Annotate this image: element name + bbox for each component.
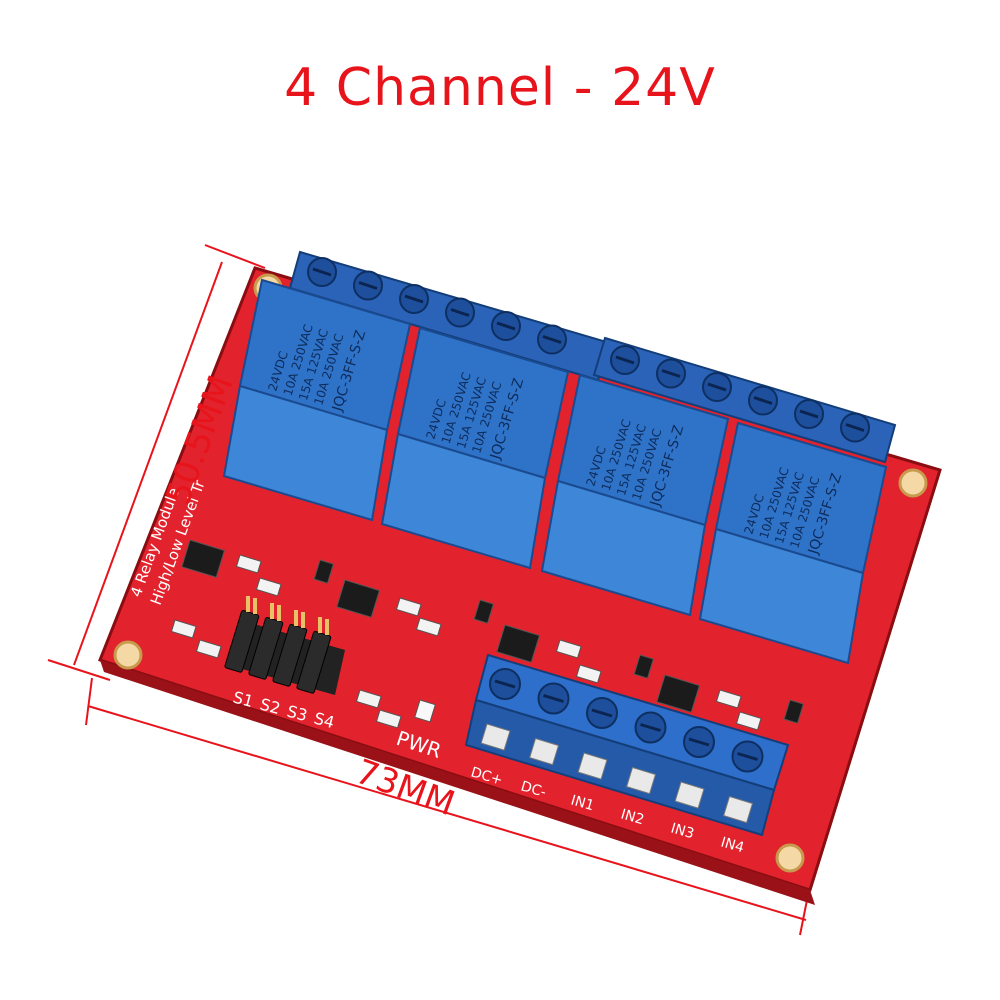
wire-entry: [626, 766, 657, 795]
smd-component: [235, 554, 262, 574]
smd-component: [181, 539, 226, 578]
pin-label: IN2: [619, 806, 646, 828]
header-pin: [246, 596, 250, 612]
smd-component: [195, 639, 222, 659]
pin-label: IN4: [719, 834, 746, 856]
wire-entry: [674, 781, 705, 809]
smd-component: [715, 689, 742, 709]
wire-entry: [723, 795, 754, 824]
smd-component: [375, 709, 402, 729]
smd-component: [414, 699, 436, 723]
jumper-cap: [272, 623, 308, 687]
width-arrow-line: [87, 705, 807, 921]
width-extension-left: [85, 677, 93, 726]
header-pin: [294, 610, 298, 626]
smd-components: [170, 539, 805, 731]
header-pin: [253, 598, 257, 614]
smd-component: [656, 674, 701, 713]
pin-label: IN1: [569, 792, 596, 814]
height-extension-top: [204, 244, 266, 269]
smd-component: [336, 579, 381, 618]
smd-component: [415, 617, 442, 637]
smd-component: [496, 624, 541, 663]
mounting-hole: [775, 843, 805, 873]
smd-component: [633, 654, 655, 679]
smd-component: [473, 599, 495, 624]
jumper-label: S2: [258, 695, 283, 719]
height-arrow-line: [73, 261, 223, 666]
smd-component: [395, 597, 422, 617]
jumper-label: S3: [285, 702, 310, 726]
pin-label: IN3: [669, 820, 696, 842]
mounting-hole: [898, 468, 928, 498]
wire-entry: [480, 723, 511, 751]
header-pin: [318, 617, 322, 633]
jumper-cap: [224, 609, 260, 673]
pin-label: DC-: [519, 778, 548, 800]
header-pin: [270, 603, 274, 619]
smd-component: [555, 639, 582, 659]
height-extension-bottom: [47, 659, 111, 681]
mounting-hole: [113, 640, 143, 670]
wire-entry: [529, 737, 560, 766]
header-pin: [301, 612, 305, 628]
smd-component: [575, 664, 602, 684]
pcb-edge-shadow: [100, 660, 815, 905]
jumper-cap: [248, 616, 284, 680]
smd-component: [783, 699, 805, 724]
smd-component: [735, 711, 762, 731]
jumper-cap: [296, 630, 332, 694]
smd-component: [313, 559, 335, 584]
header-pin: [277, 605, 281, 621]
back-terminal-blocks: [288, 250, 897, 464]
smd-component: [255, 577, 282, 597]
wire-entry: [577, 752, 608, 780]
jumper-label: S1: [231, 688, 256, 712]
smd-component: [170, 619, 197, 639]
header-pin: [325, 619, 329, 635]
smd-component: [355, 689, 382, 709]
jumper-label: S4: [312, 709, 337, 733]
page-title: 4 Channel - 24V: [284, 58, 716, 118]
dimension-lines: [47, 244, 809, 936]
